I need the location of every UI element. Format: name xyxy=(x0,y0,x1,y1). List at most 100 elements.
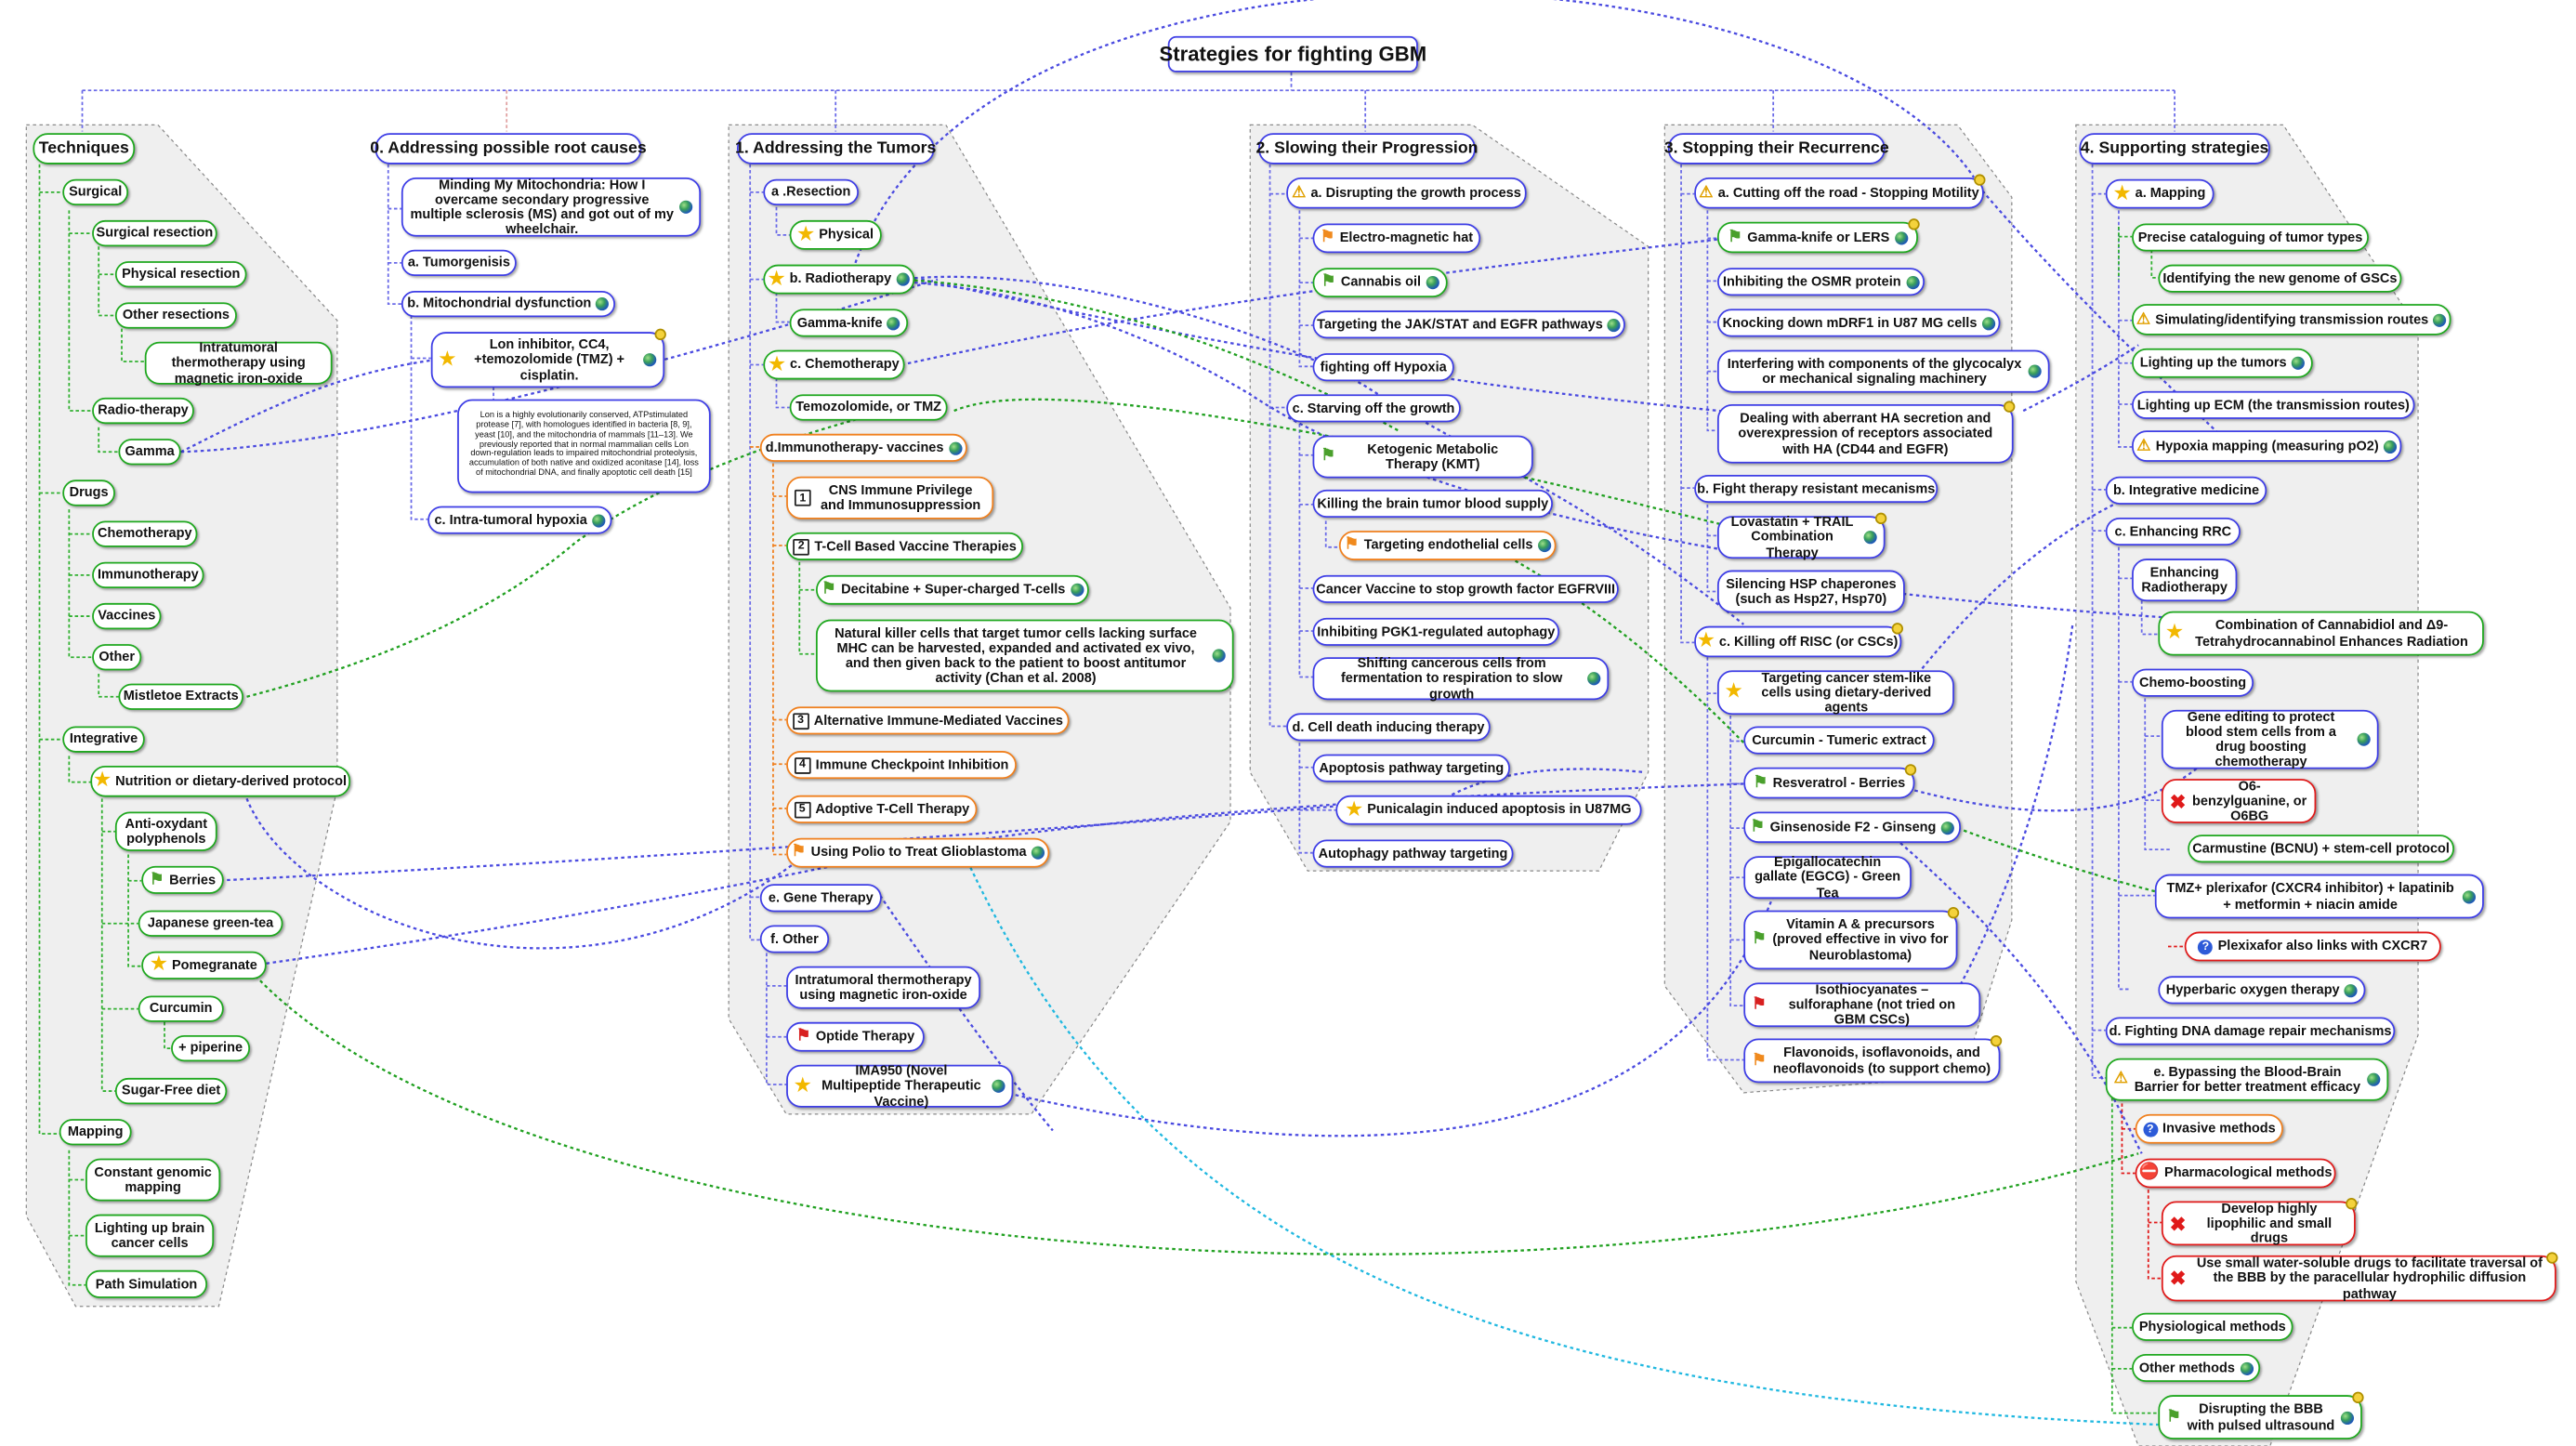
node-lipophilic[interactable]: ✖Develop highly lipophilic and small dru… xyxy=(2161,1198,2358,1245)
node-tmz-plerixafor[interactable]: TMZ+ plerixafor (CXCR4 inhibitor) + lapa… xyxy=(2154,874,2484,919)
node-silencing-hsp[interactable]: Silencing HSP chaperones (such as Hsp27,… xyxy=(1716,570,1905,613)
node-precise[interactable]: Precise cataloguing of tumor types xyxy=(2132,223,2369,252)
node-vaccines[interactable]: Vaccines xyxy=(92,602,162,630)
node-fight-resistant[interactable]: b. Fight therapy resistant mecanisms xyxy=(1694,475,1939,504)
node-gamma-lers[interactable]: ⚑Gamma-knife or LERS xyxy=(1716,218,1920,254)
node-egcg[interactable]: Epigallocatechin gallate (EGCG) - Green … xyxy=(1743,855,1912,900)
node-mapping[interactable]: Mapping xyxy=(59,1119,132,1146)
node-lon-note[interactable]: Lon is a highly evolutionarily conserved… xyxy=(457,399,711,493)
node-isothiocyanates[interactable]: ⚑Isothiocyanates – sulforaphane (not tri… xyxy=(1743,982,1981,1027)
root-title[interactable]: Strategies for fighting GBM xyxy=(1159,35,1426,72)
techniques-header[interactable]: Techniques xyxy=(33,133,136,164)
node-aberrant-ha[interactable]: Dealing with aberrant HA secretion and o… xyxy=(1716,401,2016,464)
node-targeting-stem[interactable]: ★Targeting cancer stem-like cells using … xyxy=(1716,670,1954,715)
node-a-mapping[interactable]: ★a. Mapping xyxy=(2105,178,2215,209)
node-tumorgenisis[interactable]: a. Tumorgenisis xyxy=(401,249,517,277)
node-physical-resection[interactable]: Physical resection xyxy=(114,261,247,288)
node-punicalagin[interactable]: ★Punicalagin induced apoptosis in U87MG xyxy=(1335,795,1642,825)
node-cancer-vaccine[interactable]: Cancer Vaccine to stop growth factor EGF… xyxy=(1312,574,1619,603)
recurrence-header[interactable]: 3. Stopping their Recurrence xyxy=(1664,133,1889,164)
node-cell-death[interactable]: d. Cell death inducing therapy xyxy=(1286,713,1491,742)
node-bypassing-bbb[interactable]: ⚠e. Bypassing the Blood-Brain Barrier fo… xyxy=(2105,1058,2389,1101)
root-causes-header[interactable]: 0. Addressing possible root causes xyxy=(370,133,647,164)
node-nutrition[interactable]: ★Nutrition or dietary-derived protocol xyxy=(90,765,351,797)
node-hypoxia-mapping[interactable]: ⚠Hypoxia mapping (measuring pO2) xyxy=(2132,430,2402,462)
node-shifting[interactable]: Shifting cancerous cells from fermentati… xyxy=(1312,656,1610,701)
node-optide[interactable]: ⚑Optide Therapy xyxy=(786,1021,925,1052)
node-other-resections[interactable]: Other resections xyxy=(114,302,237,329)
node-mistletoe[interactable]: Mistletoe Extracts xyxy=(118,683,243,710)
node-resveratrol[interactable]: ⚑Resveratrol - Berries xyxy=(1743,764,1917,799)
node-cannabidiol[interactable]: ★Combination of Cannabidiol and Δ9-Tetra… xyxy=(2158,611,2484,656)
node-curcumin[interactable]: Curcumin xyxy=(138,995,224,1022)
node-carmustine[interactable]: Carmustine (BCNU) + stem-cell protocol xyxy=(2188,835,2455,863)
node-pharmacological[interactable]: ⛔Pharmacological methods xyxy=(2135,1158,2336,1189)
node-gene-therapy[interactable]: e. Gene Therapy xyxy=(759,884,882,913)
node-water-soluble[interactable]: ✖Use small water-soluble drugs to facili… xyxy=(2161,1252,2558,1302)
node-piperine[interactable]: + piperine xyxy=(171,1034,251,1062)
node-curcumin-tumeric[interactable]: Curcumin - Tumeric extract xyxy=(1743,726,1935,755)
node-lighting-tumors[interactable]: Lighting up the tumors xyxy=(2132,348,2313,378)
node-integrative[interactable]: Integrative xyxy=(62,726,145,753)
node-cannabis[interactable]: ⚑Cannabis oil xyxy=(1312,268,1448,298)
node-osmr[interactable]: Inhibiting the OSMR protein xyxy=(1716,268,1925,296)
node-killing-supply[interactable]: Killing the brain tumor blood supply xyxy=(1312,489,1553,518)
node-electro-hat[interactable]: ⚑Electro-magnetic hat xyxy=(1312,223,1481,254)
node-jak-stat[interactable]: Targeting the JAK/STAT and EGFR pathways xyxy=(1312,310,1625,339)
node-immunotherapy[interactable]: Immunotherapy xyxy=(92,561,204,589)
node-flavonoids[interactable]: ⚑Flavonoids, isoflavonoids, and neoflavo… xyxy=(1743,1034,2003,1084)
node-hypoxia[interactable]: c. Intra-tumoral hypoxia xyxy=(427,506,612,534)
node-chemo-boosting[interactable]: Chemo-boosting xyxy=(2132,668,2254,697)
node-lon-inhibitor[interactable]: ★Lon inhibitor, CC4, +temozolomide (TMZ)… xyxy=(430,328,666,388)
node-path-simulation[interactable]: Path Simulation xyxy=(85,1269,208,1298)
node-immunotherapy-vaccines[interactable]: d.Immunotherapy- vaccines xyxy=(759,433,967,462)
node-pomegranate[interactable]: ★Pomegranate xyxy=(141,951,267,979)
node-fighting-hypoxia[interactable]: fighting off Hypoxia xyxy=(1312,353,1454,382)
node-invasive[interactable]: ?Invasive methods xyxy=(2135,1113,2283,1144)
node-gene-editing[interactable]: Gene editing to protect blood stem cells… xyxy=(2161,709,2379,769)
supporting-header[interactable]: 4. Supporting strategies xyxy=(2079,133,2270,164)
node-pgk1[interactable]: Inhibiting PGK1-regulated autophagy xyxy=(1312,617,1560,646)
node-natural-killer[interactable]: Natural killer cells that target tumor c… xyxy=(815,619,1234,692)
node-intratumoral-1[interactable]: Intratumoral thermotherapy using magneti… xyxy=(786,966,980,1009)
node-ketogenic[interactable]: ⚑Ketogenic Metabolic Therapy (KMT) xyxy=(1312,435,1533,479)
node-vitamin-a[interactable]: ⚑Vitamin A & precursors (proved effectiv… xyxy=(1743,907,1960,970)
node-lovastatin[interactable]: Lovastatin + TRAIL Combination Therapy xyxy=(1716,512,1887,559)
node-enhancing-rrc[interactable]: c. Enhancing RRC xyxy=(2105,517,2241,546)
node-decitabine[interactable]: ⚑Decitabine + Super-charged T-cells xyxy=(815,574,1089,605)
node-other[interactable]: Other xyxy=(92,644,142,671)
node-chemotherapy-1[interactable]: ★c. Chemotherapy xyxy=(763,349,905,380)
node-lighting-ecm[interactable]: Lighting up ECM (the transmission routes… xyxy=(2132,390,2415,419)
progression-header[interactable]: 2. Slowing their Progression xyxy=(1255,133,1478,164)
node-endothelial[interactable]: ⚑Targeting endothelial cells xyxy=(1338,531,1557,560)
node-starving[interactable]: c. Starving off the growth xyxy=(1286,394,1461,423)
node-berries[interactable]: ⚑Berries xyxy=(141,865,224,894)
node-cutting-road[interactable]: ⚠a. Cutting off the road - Stopping Moti… xyxy=(1694,174,1986,209)
node-physiological[interactable]: Physiological methods xyxy=(2132,1312,2293,1341)
node-radio-therapy[interactable]: Radio-therapy xyxy=(92,397,194,425)
node-constant-genomic[interactable]: Constant genomic mapping xyxy=(85,1158,221,1202)
node-disrupting-bbb[interactable]: ⚑Disrupting the BBB with pulsed ultrasou… xyxy=(2158,1391,2364,1439)
node-enhancing-radio[interactable]: Enhancing Radiotherapy xyxy=(2132,559,2238,602)
node-mdrf1[interactable]: Knocking down mDRF1 in U87 MG cells xyxy=(1716,309,2001,337)
node-sugar-free[interactable]: Sugar-Free diet xyxy=(114,1077,228,1105)
node-disrupting-growth[interactable]: ⚠a. Disrupting the growth process xyxy=(1286,177,1527,209)
node-temozolomide[interactable]: Temozolomide, or TMZ xyxy=(789,394,948,421)
node-lighting-brain[interactable]: Lighting up brain cancer cells xyxy=(85,1214,215,1257)
node-japanese-tea[interactable]: Japanese green-tea xyxy=(138,910,283,937)
node-autophagy[interactable]: Autophagy pathway targeting xyxy=(1312,839,1514,868)
node-ginsenoside[interactable]: ⚑Ginsenoside F2 - Ginseng xyxy=(1743,811,1961,844)
node-other-methods[interactable]: Other methods xyxy=(2132,1353,2261,1383)
node-radiotherapy[interactable]: ★b. Radiotherapy xyxy=(763,264,915,295)
node-mito-dysfunction[interactable]: b. Mitochondrial dysfunction xyxy=(401,290,616,318)
tumors-header[interactable]: 1. Addressing the Tumors xyxy=(735,133,936,164)
node-integrative-medicine[interactable]: b. Integrative medicine xyxy=(2105,476,2267,505)
node-identifying[interactable]: Identifying the new genome of GSCs xyxy=(2158,264,2402,293)
node-o6[interactable]: ✖O6-benzylguanine, or O6BG xyxy=(2161,779,2317,823)
node-drugs[interactable]: Drugs xyxy=(62,480,115,506)
